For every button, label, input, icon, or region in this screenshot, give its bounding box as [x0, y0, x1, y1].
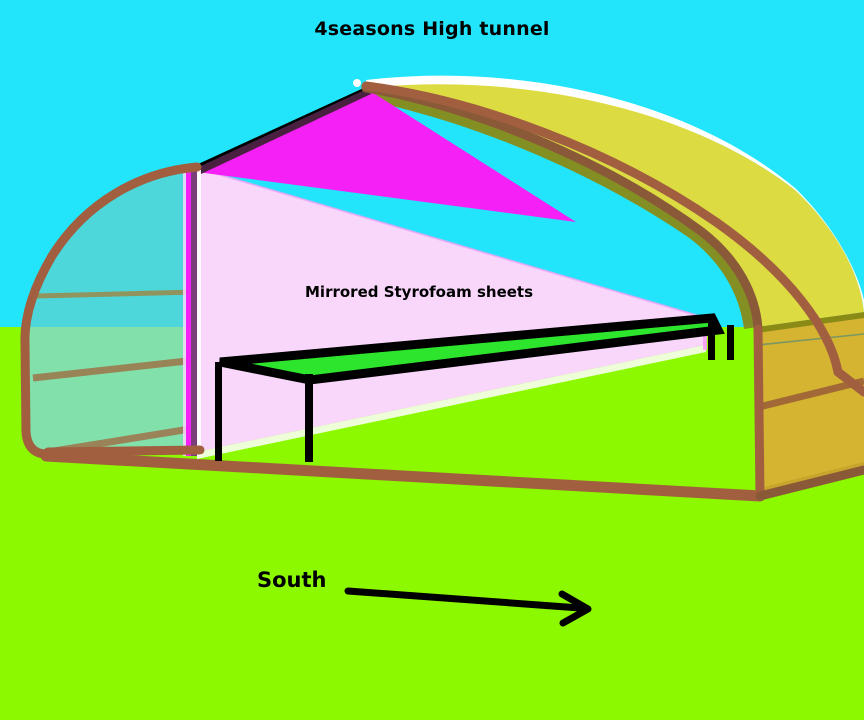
bench-leg-back-left — [305, 374, 313, 462]
mirrored-styrofoam-upper-triangle — [196, 86, 576, 222]
south-direction-label: South — [257, 568, 327, 592]
tunnel-right-end-wall — [757, 312, 864, 496]
tunnel-frame-ribs — [20, 81, 864, 502]
bench-leg-front-right — [708, 320, 715, 360]
bench-leg-back-right — [727, 325, 734, 360]
styrofoam-annotation-label: Mirrored Styrofoam sheets — [305, 283, 534, 301]
bench-leg-front-left — [215, 362, 222, 461]
tunnel-left-end-wall — [28, 168, 197, 456]
grow-bench — [215, 313, 734, 462]
ridge-marker-dot — [353, 79, 361, 87]
south-arrow — [344, 587, 592, 627]
styrofoam-left-edge-strip — [183, 168, 201, 456]
page-title: 4seasons High tunnel — [314, 18, 550, 40]
